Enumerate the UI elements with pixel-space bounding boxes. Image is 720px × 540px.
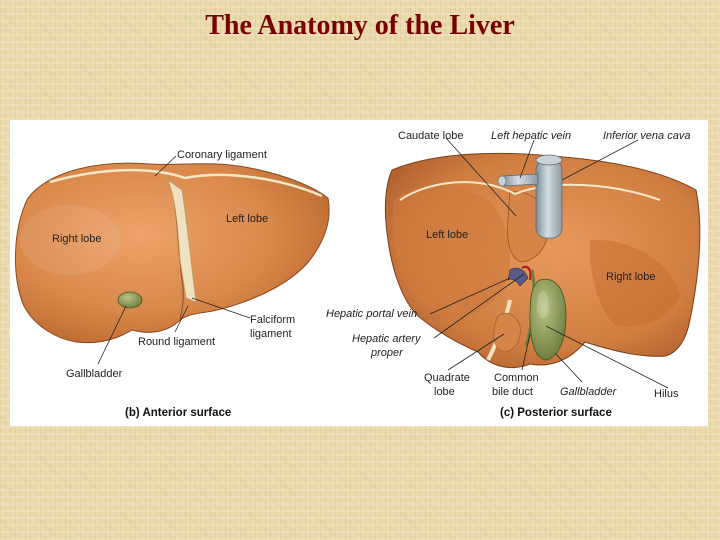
label-hepatic-portal-vein: Hepatic portal vein <box>326 308 417 320</box>
inferior-vena-cava <box>536 160 562 238</box>
label-coronary-ligament: Coronary ligament <box>177 149 267 161</box>
label-falciform-1: Falciform <box>250 314 295 326</box>
anterior-gallbladder <box>118 292 142 308</box>
label-quadrate-lobe-2: lobe <box>434 386 455 398</box>
liver-figure: Coronary ligament Left lobe Right lobe F… <box>10 120 708 426</box>
label-left-hepatic-vein: Left hepatic vein <box>491 130 571 142</box>
label-quadrate-lobe-1: Quadrate <box>424 372 470 384</box>
caption-anterior: (b) Anterior surface <box>125 407 231 419</box>
slide-title: The Anatomy of the Liver <box>0 10 720 42</box>
label-posterior-left-lobe: Left lobe <box>426 229 468 241</box>
label-inferior-vena-cava: Inferior vena cava <box>603 130 690 142</box>
label-caudate-lobe: Caudate lobe <box>398 130 463 142</box>
label-common-bile-duct-1: Common <box>494 372 539 384</box>
label-anterior-right-lobe: Right lobe <box>52 233 102 245</box>
posterior-liver <box>385 153 699 367</box>
liver-illustration: Coronary ligament Left lobe Right lobe F… <box>10 120 708 426</box>
label-hepatic-artery-2: proper <box>370 347 404 359</box>
caption-posterior: (c) Posterior surface <box>500 407 612 419</box>
label-round-ligament: Round ligament <box>138 336 215 348</box>
label-anterior-left-lobe: Left lobe <box>226 213 268 225</box>
label-hilus: Hilus <box>654 388 679 400</box>
label-posterior-gallbladder: Gallbladder <box>560 386 618 398</box>
left-hepatic-vein <box>502 174 538 186</box>
label-anterior-gallbladder: Gallbladder <box>66 368 123 380</box>
label-hepatic-artery-1: Hepatic artery <box>352 333 422 345</box>
label-falciform-2: ligament <box>250 328 292 340</box>
label-common-bile-duct-2: bile duct <box>492 386 533 398</box>
label-posterior-right-lobe: Right lobe <box>606 271 656 283</box>
